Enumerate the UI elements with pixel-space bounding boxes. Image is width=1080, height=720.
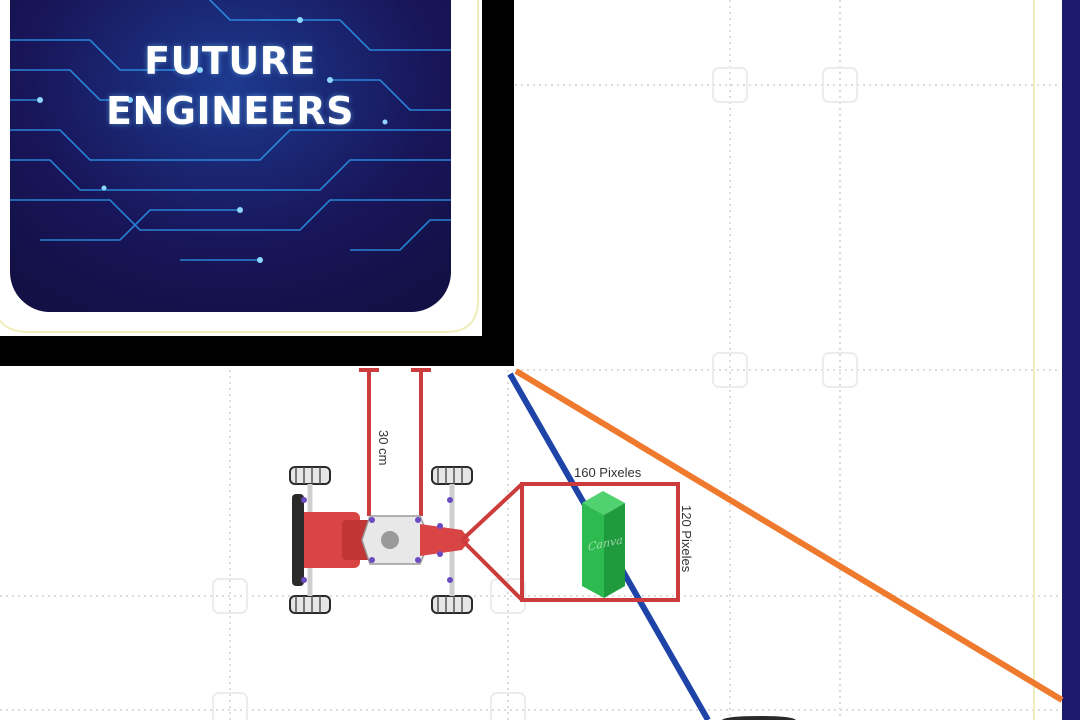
poster	[10, 0, 451, 312]
poster-title: FUTURE ENGINEERS	[20, 36, 440, 136]
orange-boundary-line	[514, 368, 1064, 703]
green-object	[582, 491, 625, 598]
height-label: 120 Pixeles	[679, 505, 694, 573]
bottom-object	[722, 716, 796, 720]
camera-frame	[520, 482, 680, 602]
grid-nodes	[212, 67, 858, 720]
right-edge-bar	[1062, 0, 1080, 720]
distance-label: 30 cm	[376, 430, 391, 466]
circuit-nodes	[37, 17, 388, 263]
camera-fov	[460, 482, 680, 602]
guide-lines	[0, 0, 1035, 720]
wall	[0, 0, 514, 366]
poster-title-line1: FUTURE	[144, 39, 316, 83]
poster-title-line2: ENGINEERS	[106, 89, 354, 133]
robot-car	[289, 466, 473, 614]
circuit-pattern	[10, 0, 451, 261]
width-label: 160 Pixeles	[574, 465, 642, 480]
distance-measure	[359, 368, 431, 516]
